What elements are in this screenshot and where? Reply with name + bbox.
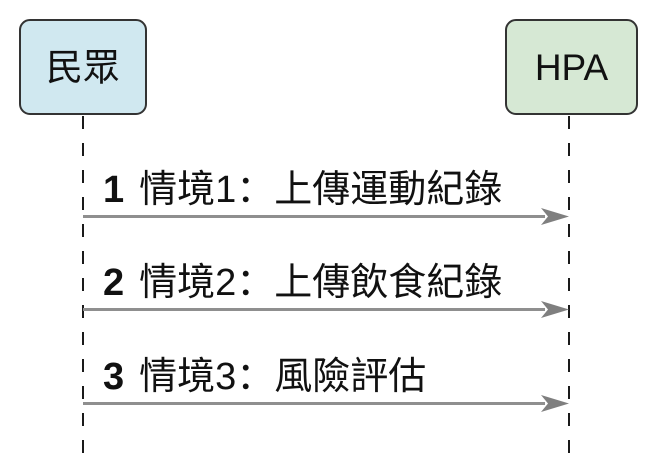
message-row-3: 3 情境3：風險評估 bbox=[83, 358, 569, 430]
message-label: 情境1：上傳運動紀錄 bbox=[139, 169, 503, 211]
arrow-line bbox=[83, 308, 545, 311]
actor-label-hpa: HPA bbox=[534, 46, 609, 88]
arrow-line bbox=[83, 402, 545, 405]
message-text: 3 情境3：風險評估 bbox=[103, 358, 426, 397]
message-text: 1 情境1：上傳運動紀錄 bbox=[103, 171, 502, 210]
actor-box-hpa: HPA bbox=[505, 19, 638, 115]
arrowhead-shape bbox=[541, 395, 569, 412]
lifeline-public bbox=[82, 116, 84, 460]
arrow-line bbox=[83, 215, 545, 218]
message-number: 1 bbox=[103, 169, 125, 211]
actor-label-public: 民眾 bbox=[46, 46, 120, 88]
message-row-1: 1 情境1：上傳運動紀錄 bbox=[83, 171, 569, 243]
message-text: 2 情境2：上傳飲食紀錄 bbox=[103, 264, 502, 303]
message-number: 2 bbox=[103, 262, 125, 304]
arrowhead-icon bbox=[541, 395, 569, 412]
message-row-2: 2 情境2：上傳飲食紀錄 bbox=[83, 264, 569, 336]
arrowhead-shape bbox=[541, 301, 569, 318]
actor-box-public: 民眾 bbox=[19, 19, 147, 115]
message-label: 情境3：風險評估 bbox=[139, 356, 427, 398]
message-number: 3 bbox=[103, 356, 125, 398]
arrowhead-icon bbox=[541, 208, 569, 225]
message-label: 情境2：上傳飲食紀錄 bbox=[139, 262, 503, 304]
lifeline-hpa bbox=[568, 116, 570, 460]
arrowhead-icon bbox=[541, 301, 569, 318]
arrowhead-shape bbox=[541, 208, 569, 225]
